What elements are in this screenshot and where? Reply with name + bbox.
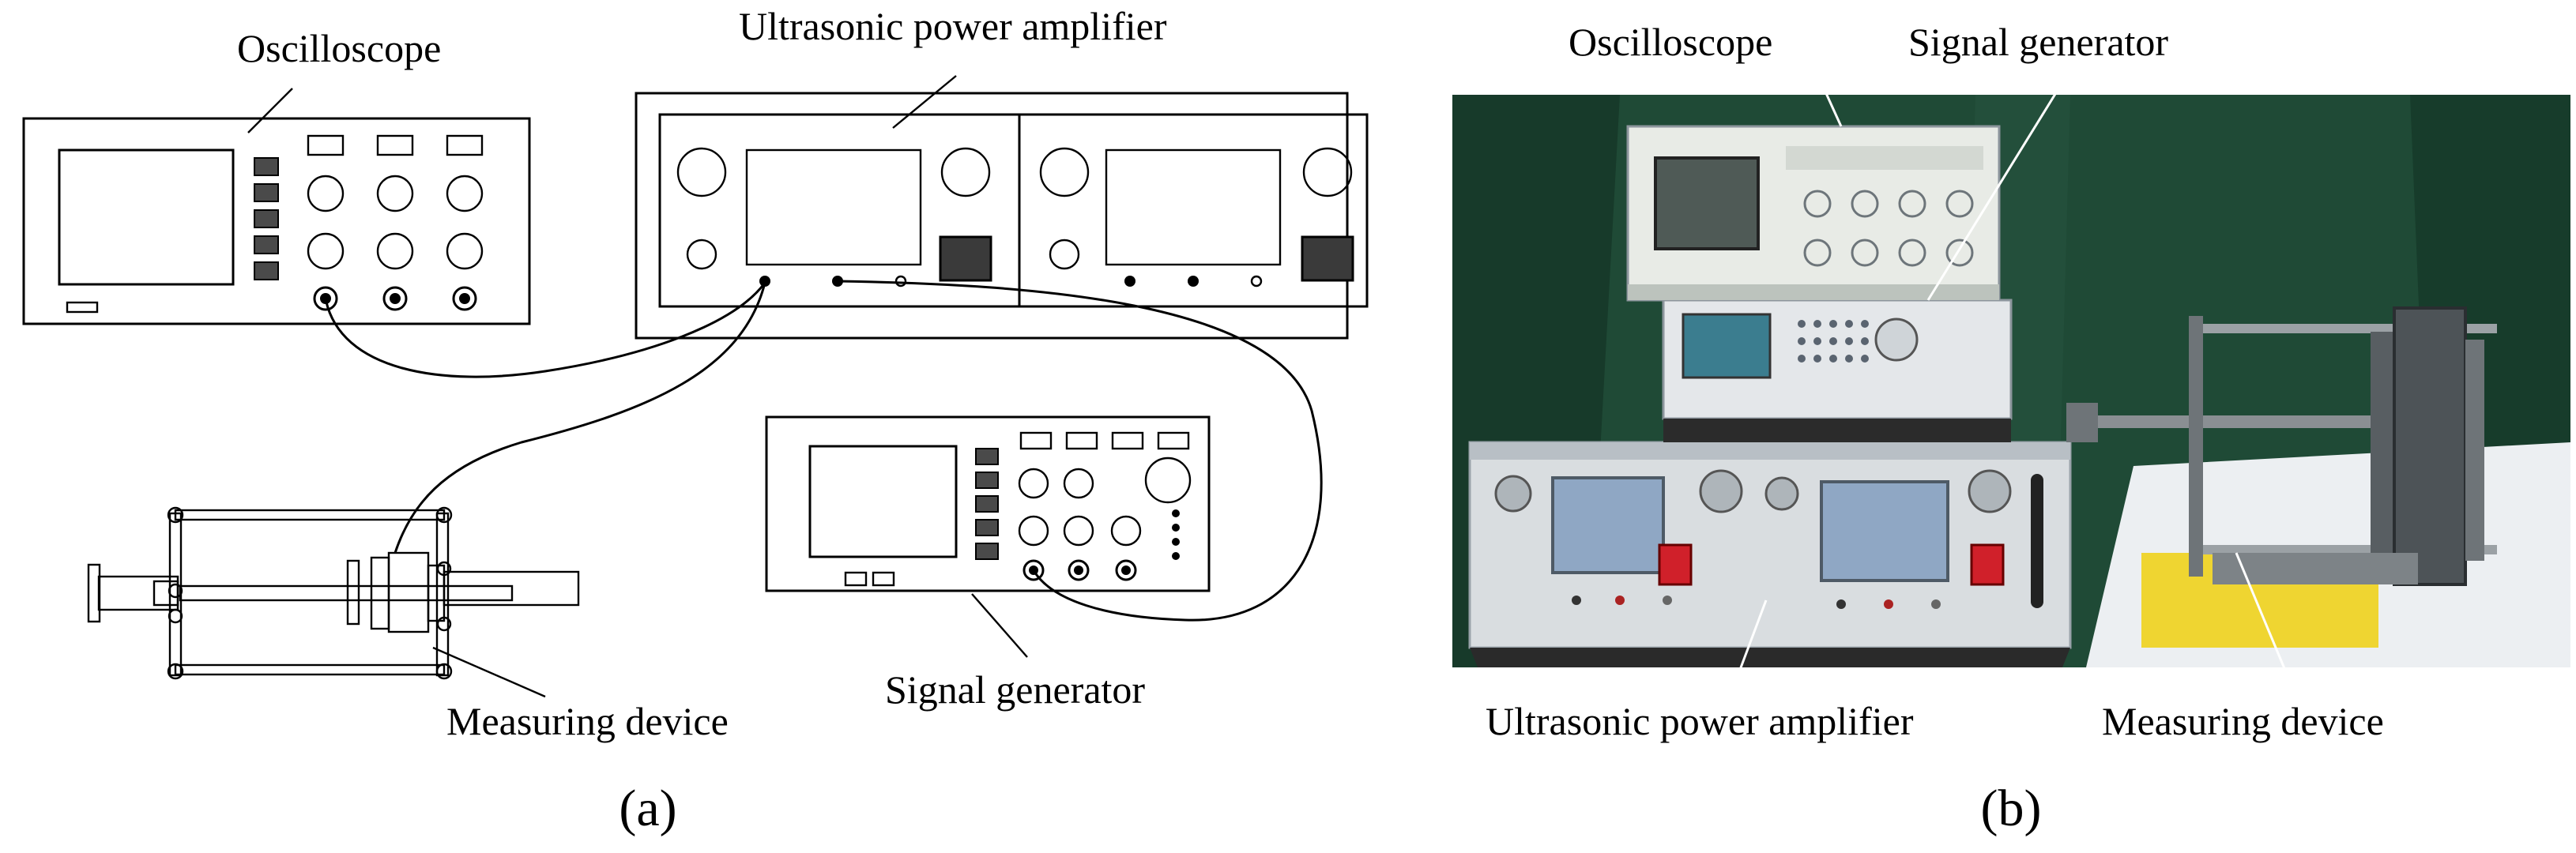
panel-a-label: (a) [619, 780, 676, 837]
amplifier-photo [1470, 442, 2070, 667]
oscilloscope-leader [248, 88, 292, 133]
measuring-device-leader [433, 648, 545, 697]
signal-generator-leader [972, 594, 1027, 657]
oscilloscope-drawing [24, 118, 529, 324]
measuring-device-drawing [89, 508, 578, 678]
panel-b-label: (b) [1981, 780, 2042, 837]
power-switch-left [1659, 545, 1691, 584]
panel-a-schematic: Oscilloscope Ultrasonic power amplifier [24, 4, 1367, 837]
photo-measuring-device-label: Measuring device [2102, 699, 2384, 743]
oscilloscope-label: Oscilloscope [237, 26, 441, 70]
amplifier-leader [893, 76, 956, 128]
signal-generator-drawing [766, 417, 1209, 591]
panel-b-photo: Oscilloscope Signal generator Ultrasonic… [1452, 20, 2570, 837]
photo-amplifier-label: Ultrasonic power amplifier [1486, 699, 1914, 743]
signal-generator-label: Signal generator [885, 667, 1145, 712]
power-switch-right [1972, 545, 2003, 584]
amplifier-label: Ultrasonic power amplifier [739, 4, 1167, 48]
signal-generator-photo [1663, 300, 2011, 442]
photo-oscilloscope-label: Oscilloscope [1569, 20, 1772, 64]
measuring-device-label: Measuring device [446, 699, 729, 743]
photo-signal-generator-label: Signal generator [1908, 20, 2168, 64]
